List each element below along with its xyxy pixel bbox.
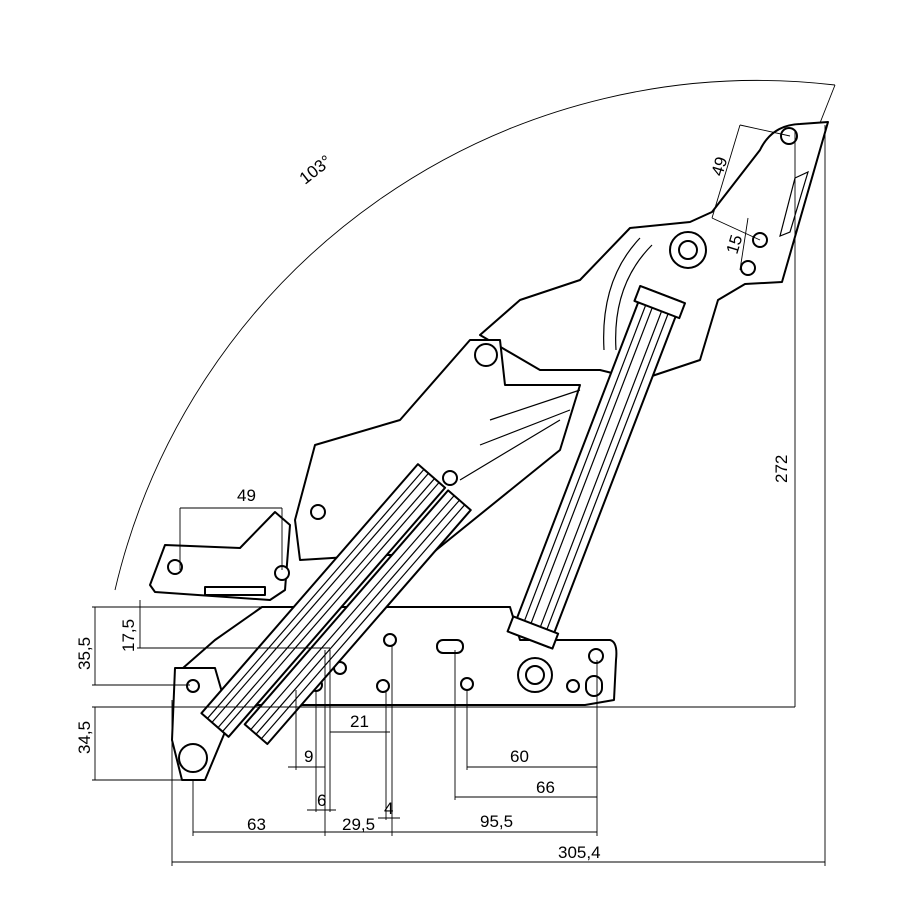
dim-35-5: 35,5 — [75, 637, 94, 670]
extension-lines — [92, 124, 826, 866]
dim-9: 9 — [304, 747, 313, 766]
dim-95-5: 95,5 — [480, 812, 513, 831]
dim-17-5: 17,5 — [119, 619, 138, 652]
dim-lower-link-length: 49 — [237, 486, 256, 505]
dim-60: 60 — [510, 747, 529, 766]
angle-arc — [114, 80, 836, 591]
dim-upper-link-length: 49 — [708, 155, 732, 179]
angle-extension-line — [817, 84, 836, 129]
dim-overall-height: 272 — [772, 455, 791, 483]
dim-6: 6 — [317, 791, 326, 810]
dim-21: 21 — [350, 712, 369, 731]
left-gas-strut — [200, 463, 472, 746]
dim-upper-hole-offset: 15 — [723, 233, 747, 257]
dimension-lines — [94, 124, 825, 863]
middle-link-plate — [294, 339, 581, 561]
right-gas-strut — [506, 284, 687, 650]
dim-66: 66 — [536, 778, 555, 797]
dim-63: 63 — [247, 815, 266, 834]
dim-overall-width: 305,4 — [558, 843, 601, 862]
dim-29-5: 29,5 — [342, 815, 375, 834]
angle-label: 103° — [296, 152, 335, 189]
lower-left-link — [149, 511, 291, 601]
dim-34-5: 34,5 — [75, 721, 94, 754]
dim-4: 4 — [384, 799, 393, 818]
